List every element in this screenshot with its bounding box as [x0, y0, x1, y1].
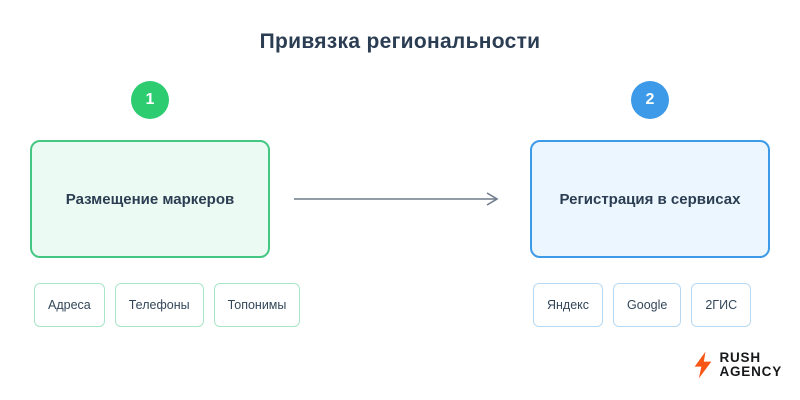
logo-text: RUSH AGENCY — [719, 349, 782, 379]
step-2-badge: 2 — [631, 81, 669, 119]
lightning-bolt-icon — [695, 351, 712, 379]
step-2-number: 2 — [645, 91, 655, 108]
sub-item-yandex: Яндекс — [533, 283, 604, 327]
sub-item-2gis: 2ГИС — [691, 283, 752, 327]
logo-line-2: AGENCY — [719, 364, 782, 379]
sub-item-toponyms: Топонимы — [213, 283, 301, 327]
step-1-label: Размещение маркеров — [65, 190, 235, 208]
sub-item-label: Google — [627, 298, 668, 312]
sub-item-label: Яндекс — [547, 298, 590, 312]
step-1-number: 1 — [145, 91, 155, 108]
step-1-box: Размещение маркеров — [30, 140, 270, 258]
sub-item-label: 2ГИС — [705, 298, 738, 312]
sub-item-phones: Телефоны — [114, 283, 204, 327]
step-2-box: Регистрация в сервисах — [530, 140, 770, 258]
sub-item-label: Телефоны — [128, 298, 190, 312]
sub-item-addresses: Адреса — [34, 283, 105, 327]
step-1-items-row: Адреса Телефоны Топонимы — [34, 283, 301, 327]
diagram-title: Привязка региональности — [259, 30, 541, 53]
sub-item-google: Google — [613, 283, 682, 327]
sub-item-label: Адреса — [48, 298, 91, 312]
sub-item-label: Топонимы — [227, 298, 287, 312]
logo-line-1: RUSH — [719, 349, 761, 365]
step-2-items-row: Яндекс Google 2ГИС — [533, 283, 752, 327]
step-1-badge: 1 — [131, 81, 169, 119]
step-2-label: Регистрация в сервисах — [559, 190, 741, 208]
flow-arrow-icon — [294, 192, 499, 206]
rush-agency-logo: RUSH AGENCY — [693, 350, 782, 380]
